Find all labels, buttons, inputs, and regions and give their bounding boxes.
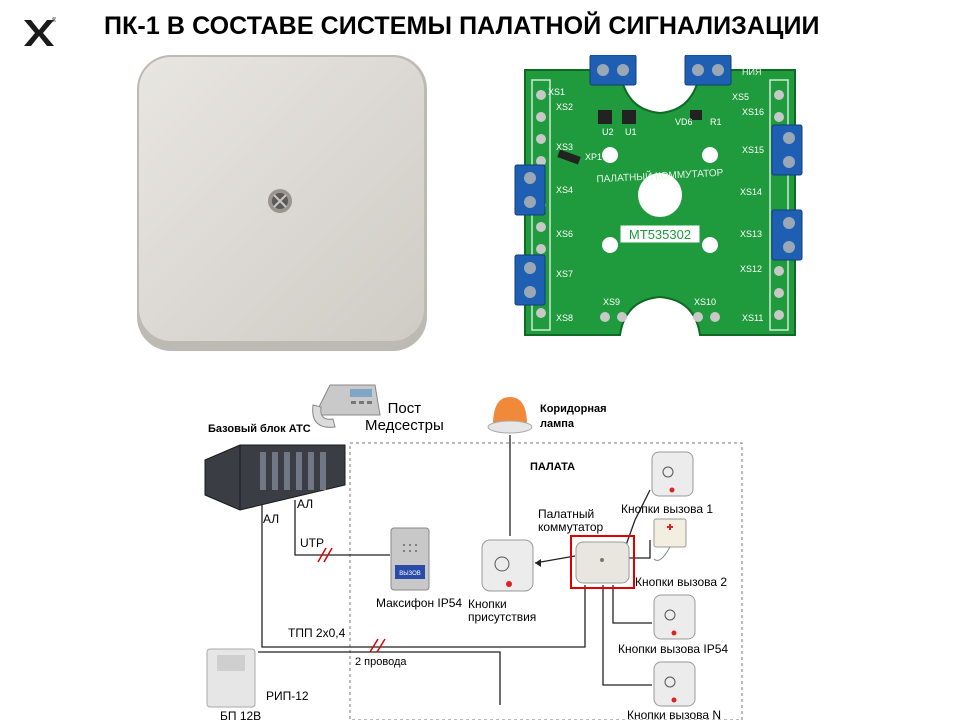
lamp-label: Коридорная лампа xyxy=(540,403,607,430)
pcb-vd6: VD6 xyxy=(675,117,693,127)
presence-label: Кнопки присутствия xyxy=(468,597,537,624)
two-wires-label: 2 провода xyxy=(355,656,407,668)
intercom-icon: ВЫЗОВ xyxy=(390,527,430,591)
pcb-r1: R1 xyxy=(710,117,722,127)
pcb-xs15: XS15 xyxy=(742,145,764,155)
al-left-label: АЛ xyxy=(263,512,280,526)
pcb-xs12: XS12 xyxy=(740,264,762,274)
pcb-xs2: XS2 xyxy=(556,102,573,112)
pcb-partial-text: НИЯ xyxy=(742,67,761,77)
pcb-part-number: МТ535302 xyxy=(629,227,691,242)
corridor-lamp-icon xyxy=(487,397,533,434)
call-button-ip54-icon xyxy=(653,594,696,640)
pcb-xs14: XS14 xyxy=(740,187,762,197)
pcb-xs5: XS5 xyxy=(732,92,749,102)
call-button-n-label: Кнопки вызова N xyxy=(627,708,722,722)
presence-button-icon xyxy=(481,539,534,592)
pcb-xs7: XS7 xyxy=(556,269,573,279)
pcb-xp1: XP1 xyxy=(585,152,602,162)
pcb-u2: U2 xyxy=(602,127,614,137)
page-title: ПК-1 В СОСТАВЕ СИСТЕМЫ ПАЛАТНОЙ СИГНАЛИЗ… xyxy=(104,12,820,40)
pcb-xs4: XS4 xyxy=(556,185,573,195)
al-right-label: АЛ xyxy=(297,497,314,511)
call-button-2-icon xyxy=(653,518,687,561)
pcb-xs13: XS13 xyxy=(740,229,762,239)
logo-registered-mark: ® xyxy=(52,17,56,24)
diagram-lines xyxy=(258,435,743,720)
call-button-ip54-label: Кнопки вызова IP54 xyxy=(618,642,729,656)
pcb-xs8: XS8 xyxy=(556,313,573,323)
utp-label: UTP xyxy=(300,536,324,550)
mt-logo-icon: ® xyxy=(24,17,56,46)
pcb-xs3: XS3 xyxy=(556,142,573,152)
call-button-1-label: Кнопки вызова 1 xyxy=(621,502,714,516)
rip-label: РИП-12 xyxy=(266,689,309,703)
call-button-n-icon xyxy=(653,661,696,707)
ats-label: Базовый блок АТС xyxy=(208,423,311,435)
pcb-xs6: XS6 xyxy=(556,229,573,239)
ward-switch-icon xyxy=(575,541,630,584)
bp-label: БП 12В xyxy=(220,709,262,723)
ward-label: ПАЛАТА xyxy=(530,461,576,473)
tpp-label: ТПП 2х0,4 xyxy=(288,626,346,640)
pcb-xs1: XS1 xyxy=(548,87,565,97)
system-diagram: Пост Медсестры Базовый блок АТС АЛ АЛ UT… xyxy=(0,360,960,723)
pcb-xs11: XS11 xyxy=(742,313,763,323)
pk1-box-photo xyxy=(137,55,427,351)
power-supply-icon xyxy=(206,648,256,708)
pcb-xs16: XS16 xyxy=(742,107,764,117)
call-button-1-icon xyxy=(651,451,694,497)
call-button-2-label: Кнопки вызова 2 xyxy=(635,575,728,589)
pcb-photo: МТ535302 ПАЛАТНЫЙ КОММУТАТОР НИЯ XS1 XS2… xyxy=(514,55,803,336)
ats-unit-icon xyxy=(204,444,346,511)
pcb-xs9: XS9 xyxy=(603,297,620,307)
intercom-button-text: ВЫЗОВ xyxy=(399,571,421,577)
pcb-u1: U1 xyxy=(625,127,637,137)
switch-label: Палатный коммутатор xyxy=(538,507,604,534)
post-label: Пост Медсестры xyxy=(365,400,444,434)
pcb-xs10: XS10 xyxy=(694,297,716,307)
intercom-label: Максифон IP54 xyxy=(376,596,463,610)
phone-icon xyxy=(312,384,381,428)
